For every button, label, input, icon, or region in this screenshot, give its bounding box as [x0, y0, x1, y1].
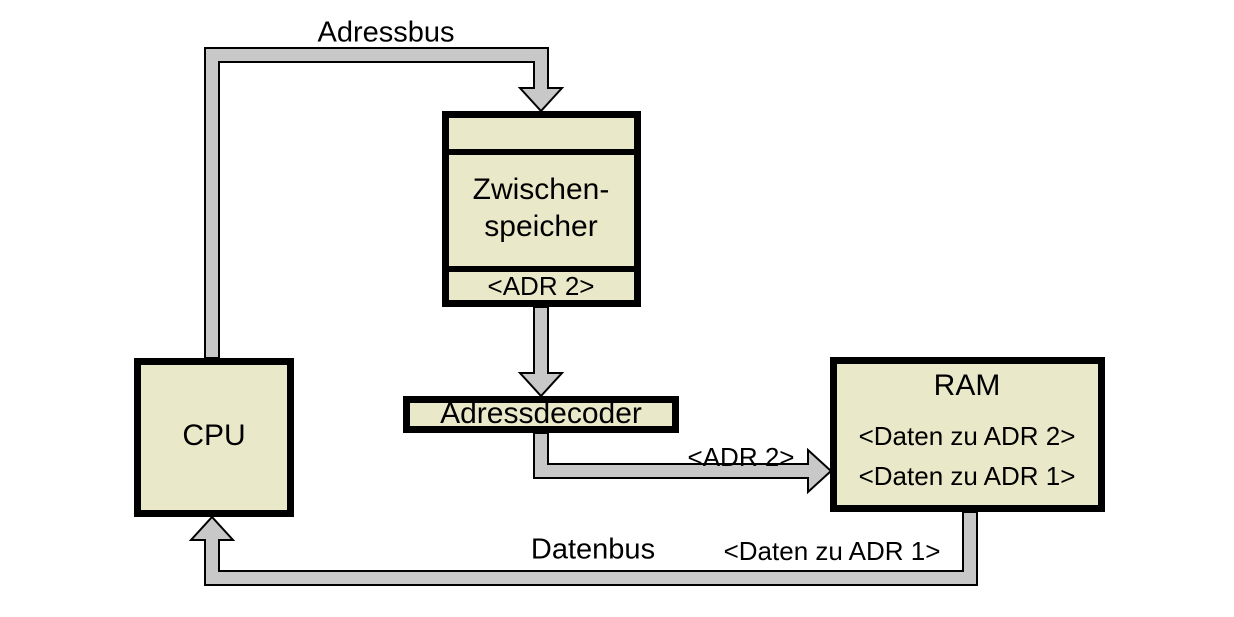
ram-box[interactable] [830, 357, 1105, 512]
zwischenspeicher-label-line1: Zwischen- [473, 173, 610, 206]
cpu-box[interactable] [134, 358, 294, 517]
adressdecoder-box[interactable] [403, 396, 679, 433]
address-bus-path [204, 47, 565, 359]
zwischenspeicher-bottom-row-label: <ADR 2> [488, 271, 595, 301]
ram-row-1: <Daten zu ADR 2> [859, 421, 1076, 451]
cpu-label: CPU [182, 419, 245, 452]
datenbus-payload-label: <Daten zu ADR 1> [724, 536, 941, 566]
ram-row-2: <Daten zu ADR 1> [859, 461, 1076, 491]
data-bus-path [188, 511, 978, 586]
adressbus-label: Adressbus [317, 17, 454, 49]
zwischenspeicher-to-decoder-arrow [517, 306, 565, 398]
adressdecoder-label: Adressdecoder [440, 397, 642, 430]
ram-title: RAM [934, 369, 1001, 402]
zwischenspeicher-label-line2: speicher [484, 210, 597, 243]
decoder-to-ram-arrow [533, 432, 833, 495]
decoder-to-ram-label: <ADR 2> [688, 442, 795, 472]
datenbus-label: Datenbus [531, 534, 655, 566]
